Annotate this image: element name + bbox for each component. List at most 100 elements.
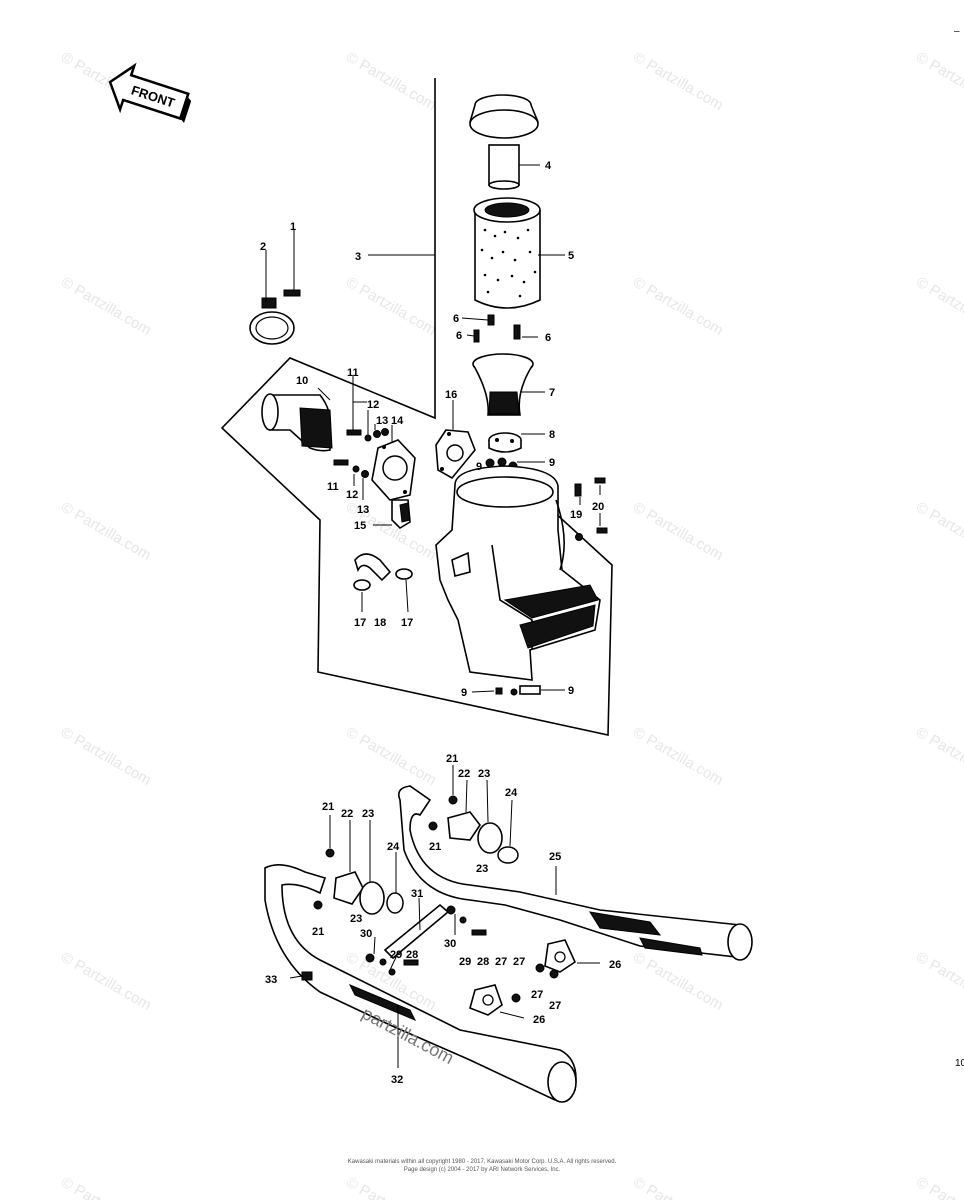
exhaust-flange-upper xyxy=(428,795,519,864)
part-number: 19 xyxy=(570,509,582,521)
watermark: © Partzilla.com xyxy=(343,49,439,114)
funnel-adapter xyxy=(472,353,534,416)
part-number: 30 xyxy=(360,928,372,940)
watermark: © Partzilla.com xyxy=(630,949,726,1014)
watermark: © Partzilla.com xyxy=(630,274,726,339)
watermark: © Partzilla.com xyxy=(58,499,154,564)
copyright-notice: Kawasaki materials within all copyright … xyxy=(0,1158,964,1174)
part-number: 11 xyxy=(327,481,339,493)
cross-pipe xyxy=(365,903,487,976)
part-number: 12 xyxy=(367,399,379,411)
watermark: © Partzilla.com xyxy=(630,499,726,564)
part-number: 21 xyxy=(312,926,324,938)
front-arrow-icon: FRONT xyxy=(108,62,192,123)
edge-mark: – xyxy=(954,26,960,37)
part-number: 21 xyxy=(322,801,334,813)
part-number: 6 xyxy=(456,330,462,342)
watermark: © Partzilla.com xyxy=(913,1174,964,1200)
part-number: 25 xyxy=(549,851,561,863)
part-number: 23 xyxy=(476,863,488,875)
part-number: 9 xyxy=(549,457,555,469)
part-number: 29 xyxy=(390,949,402,961)
part-number: 7 xyxy=(549,387,555,399)
part-number: 22 xyxy=(458,768,470,780)
part-number: 18 xyxy=(374,617,386,629)
part-number: 28 xyxy=(406,949,418,961)
watermark: © Partzilla.com xyxy=(913,274,964,339)
muffler-bracket-lower xyxy=(469,984,521,1016)
copyright-line: Kawasaki materials within all copyright … xyxy=(347,1159,617,1165)
part-number: 23 xyxy=(362,808,374,820)
part-number: 26 xyxy=(609,959,621,971)
watermark: © Partzilla.com xyxy=(630,1174,726,1200)
air-cleaner-housing xyxy=(435,465,601,681)
muffler-bracket-upper xyxy=(535,939,577,979)
muffler-right xyxy=(397,785,753,961)
watermark: © Partzilla.com xyxy=(58,724,154,789)
assembly-outline xyxy=(220,78,613,736)
part-number: 33 xyxy=(265,974,277,986)
watermark: © Partzilla.com xyxy=(913,499,964,564)
part-number: 27 xyxy=(531,989,543,1001)
intake-flange xyxy=(371,439,416,501)
part-number: 11 xyxy=(347,367,359,379)
part-number: 15 xyxy=(354,520,366,532)
mounting-bolt xyxy=(301,971,313,981)
part-number: 22 xyxy=(341,808,353,820)
part-number: 13 xyxy=(357,504,369,516)
watermark: © Partzilla.com xyxy=(913,49,964,114)
part-number: 30 xyxy=(444,938,456,950)
part-number: 1 xyxy=(290,221,296,233)
part-number: 32 xyxy=(391,1074,403,1086)
watermark: © Partzilla.com xyxy=(58,949,154,1014)
watermark: © Partzilla.com xyxy=(913,949,964,1014)
part-number: 29 xyxy=(459,956,471,968)
part-number: 6 xyxy=(545,332,551,344)
part-number: 23 xyxy=(478,768,490,780)
part-number: 17 xyxy=(401,617,413,629)
part-number: 4 xyxy=(545,160,552,172)
part-number: 31 xyxy=(411,888,423,900)
part-number: 3 xyxy=(355,251,361,263)
part-number: 27 xyxy=(495,956,507,968)
part-number: 27 xyxy=(513,956,525,968)
part-number: 28 xyxy=(477,956,489,968)
part-number: 13 xyxy=(376,415,388,427)
part-number: 21 xyxy=(446,753,458,765)
hose-clamp xyxy=(249,289,301,345)
part-callouts: 1 2 3 4 5 6 6 6 7 8 9 9 9 9 10 11 11 12 … xyxy=(260,160,621,1086)
watermark: © Partzilla.com xyxy=(343,1174,439,1200)
part-number: 20 xyxy=(592,501,604,513)
part-number: 9 xyxy=(461,687,467,699)
clamp-clip xyxy=(391,499,411,530)
part-number: 16 xyxy=(445,389,457,401)
part-number: 9 xyxy=(476,461,482,473)
fastener-set-left xyxy=(333,428,389,478)
watermark: © Partzilla.com xyxy=(913,724,964,789)
part-number: 9 xyxy=(568,685,574,697)
drain-parts xyxy=(495,685,541,696)
part-number: 17 xyxy=(354,617,366,629)
air-cleaner-cap xyxy=(469,94,539,190)
watermark: © Partzilla.com xyxy=(343,274,439,339)
part-number: 26 xyxy=(533,1014,545,1026)
bolt-set-right xyxy=(574,477,608,541)
exhaust-flange-lower xyxy=(313,848,404,915)
part-number: 10 xyxy=(296,375,308,387)
watermark: © Partzilla.com xyxy=(630,49,726,114)
leader-lines xyxy=(265,164,601,1068)
filter-element xyxy=(473,197,541,309)
part-number: 6 xyxy=(453,313,459,325)
watermark: © Partzilla.com xyxy=(630,724,726,789)
breather-hose xyxy=(353,553,413,591)
part-number: 14 xyxy=(391,415,404,427)
part-number: 24 xyxy=(505,787,518,799)
part-number: 23 xyxy=(350,913,362,925)
gasket-plate xyxy=(435,429,476,480)
watermark: © Partzilla.com xyxy=(58,1174,154,1200)
copyright-line: Page design (c) 2004 - 2017 by ARI Netwo… xyxy=(403,1167,561,1173)
damper-plate xyxy=(488,432,522,453)
part-number: 12 xyxy=(346,489,358,501)
intake-tube xyxy=(261,393,333,452)
